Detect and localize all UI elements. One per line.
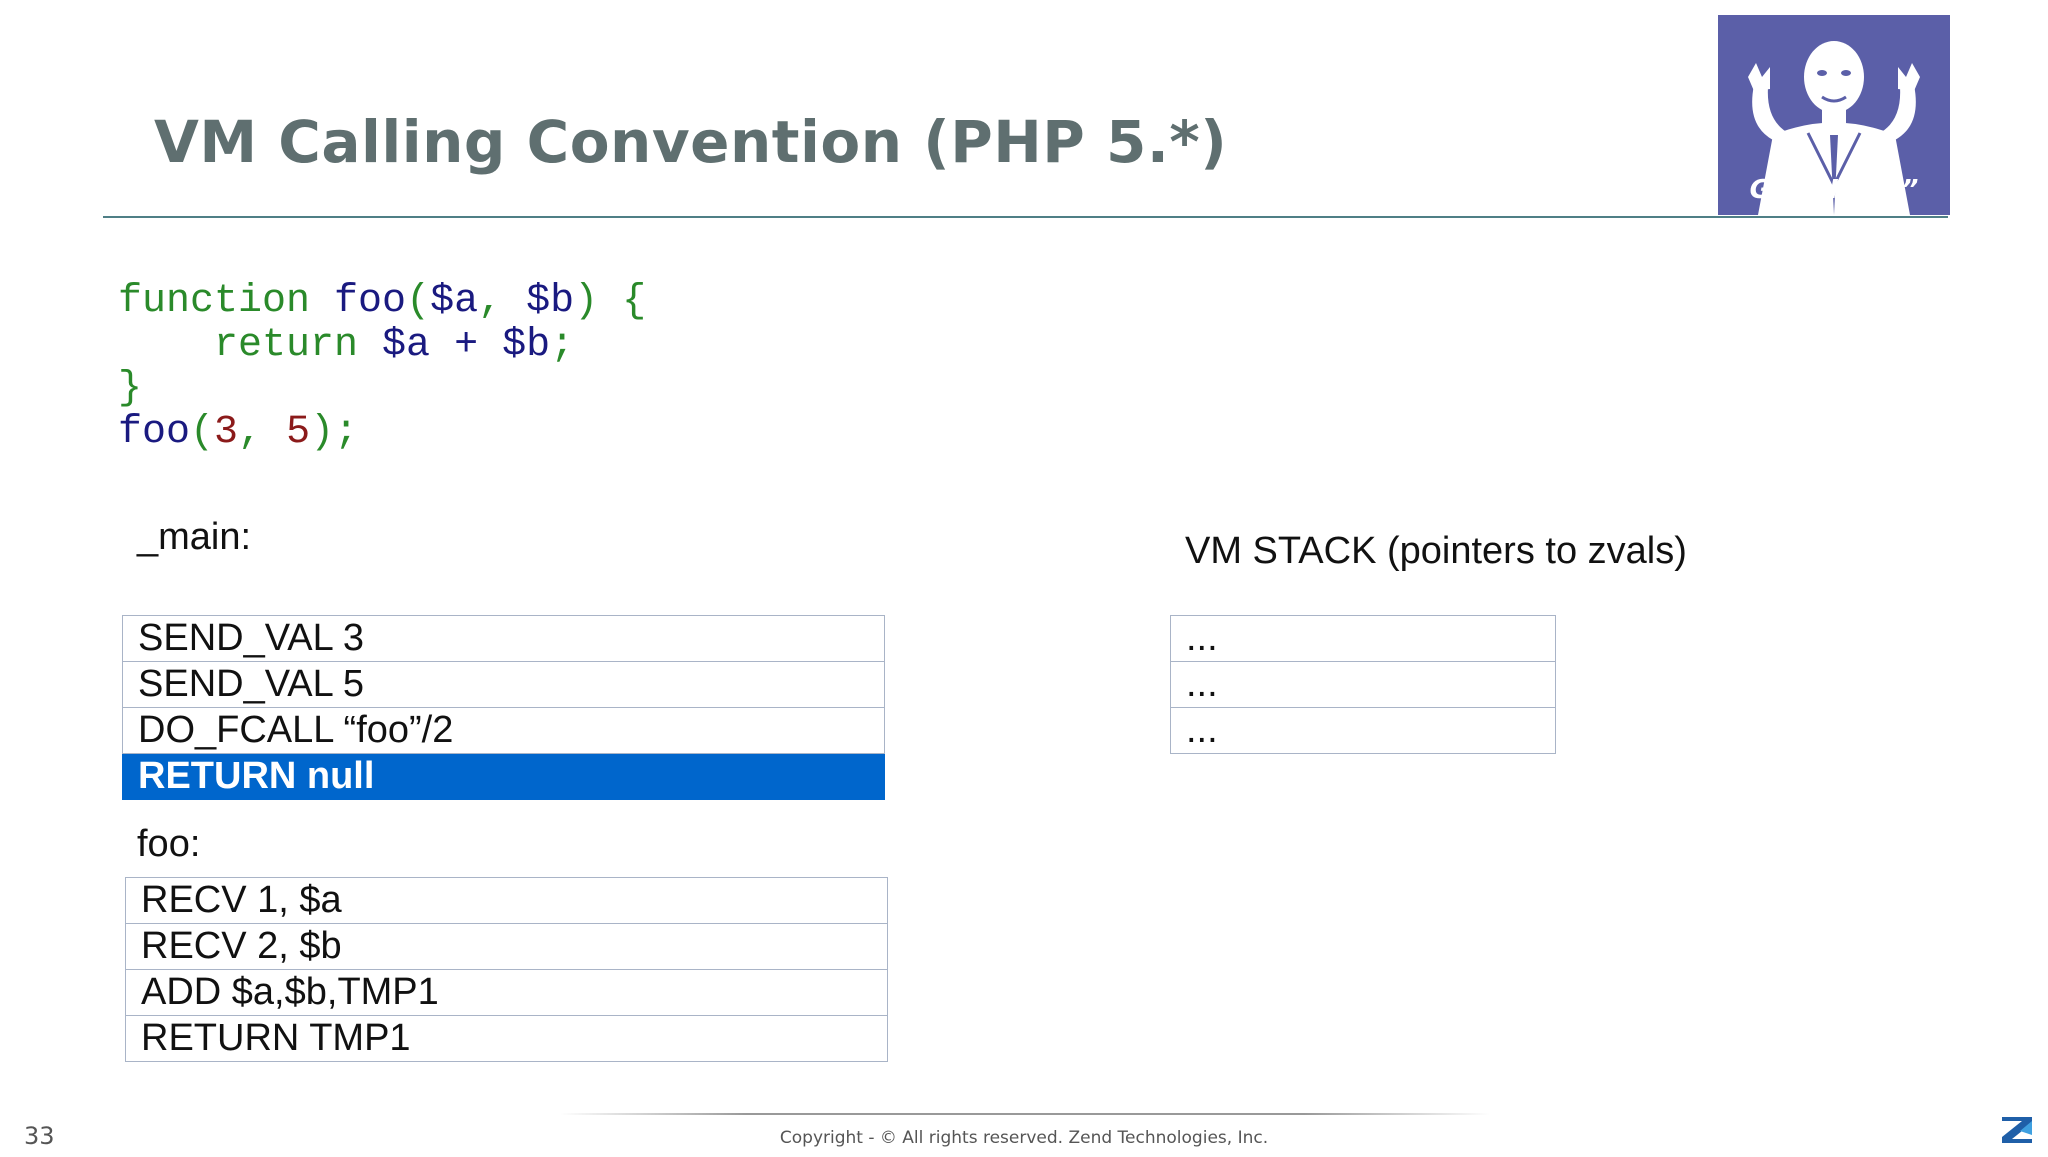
code-line-3: } <box>118 367 646 411</box>
code-token: 5 <box>286 409 311 455</box>
code-token: ( <box>406 279 431 324</box>
opcode-row: RETURN TMP1 <box>125 1015 888 1062</box>
code-token: , <box>478 279 527 324</box>
opcode-row: DO_FCALL “foo”/2 <box>122 707 885 754</box>
opcode-cell: RETURN TMP1 <box>125 1015 888 1062</box>
stack-cell: ... <box>1170 615 1556 662</box>
code-indent <box>118 323 214 368</box>
opcode-row: RECV 2, $b <box>125 923 888 970</box>
code-token: ; <box>550 322 575 368</box>
opcode-row-active: RETURN null <box>122 753 885 800</box>
code-line-2: return $a + $b; <box>118 322 646 368</box>
opcode-row: ADD $a,$b,TMP1 <box>125 969 888 1016</box>
copyright-text: Copyright - © All rights reserved. Zend … <box>779 1128 1269 1148</box>
opcode-row: SEND_VAL 5 <box>122 661 885 708</box>
opcode-cell: RECV 2, $b <box>125 923 888 970</box>
code-token: { <box>598 279 647 324</box>
code-token: ); <box>310 409 359 455</box>
code-token: ( <box>190 409 215 455</box>
opcode-cell: RECV 1, $a <box>125 877 888 924</box>
page-number: 33 <box>24 1122 55 1150</box>
code-token: foo <box>118 409 191 455</box>
opcode-cell: SEND_VAL 3 <box>122 615 885 662</box>
code-token: foo <box>334 279 407 324</box>
code-token: ) <box>574 279 599 324</box>
code-line-1: function foo($a, $b) { <box>118 280 646 324</box>
code-token: 3 <box>214 409 239 455</box>
main-label: _main: <box>137 516 252 558</box>
code-token: $a <box>358 322 431 368</box>
opcode-cell-active: RETURN null <box>122 753 885 800</box>
opcode-cell: SEND_VAL 5 <box>122 661 885 708</box>
zend-logo-icon <box>1998 1115 2038 1152</box>
foo-opcode-table: RECV 1, $a RECV 2, $b ADD $a,$b,TMP1 RET… <box>125 877 888 1062</box>
code-token: function <box>118 279 311 324</box>
dr-evil-icon <box>1748 41 1920 215</box>
stack-row: ... <box>1170 707 1556 754</box>
vm-stack-table: ... ... ... <box>1170 615 1556 754</box>
opcode-cell: ADD $a,$b,TMP1 <box>125 969 888 1016</box>
go-php7-logo: Go PHP “7” <box>1718 15 1950 215</box>
opcode-row: SEND_VAL 3 <box>122 615 885 662</box>
opcode-cell: DO_FCALL “foo”/2 <box>122 707 885 754</box>
stack-row: ... <box>1170 661 1556 708</box>
main-opcode-table: SEND_VAL 3 SEND_VAL 5 DO_FCALL “foo”/2 R… <box>122 615 885 800</box>
code-token: + <box>430 322 503 368</box>
code-block: function foo($a, $b) { return $a + $b;}f… <box>118 280 646 454</box>
foo-label: foo: <box>137 823 201 865</box>
code-token: , <box>238 409 287 455</box>
title-divider <box>103 216 1948 218</box>
slide-title: VM Calling Convention (PHP 5.*) <box>154 108 1228 176</box>
code-token: $a <box>430 279 479 324</box>
code-token: return <box>214 322 359 368</box>
vm-stack-label: VM STACK (pointers to zvals) <box>1185 530 1687 572</box>
logo-text: Go PHP “7” <box>1749 175 1919 205</box>
stack-cell: ... <box>1170 707 1556 754</box>
opcode-row: RECV 1, $a <box>125 877 888 924</box>
footer-divider <box>560 1113 1490 1115</box>
code-token: } <box>118 366 143 411</box>
code-line-4: foo(3, 5); <box>118 409 646 455</box>
code-token: $b <box>526 279 575 324</box>
stack-row: ... <box>1170 615 1556 662</box>
code-token: $b <box>502 322 551 368</box>
stack-cell: ... <box>1170 661 1556 708</box>
